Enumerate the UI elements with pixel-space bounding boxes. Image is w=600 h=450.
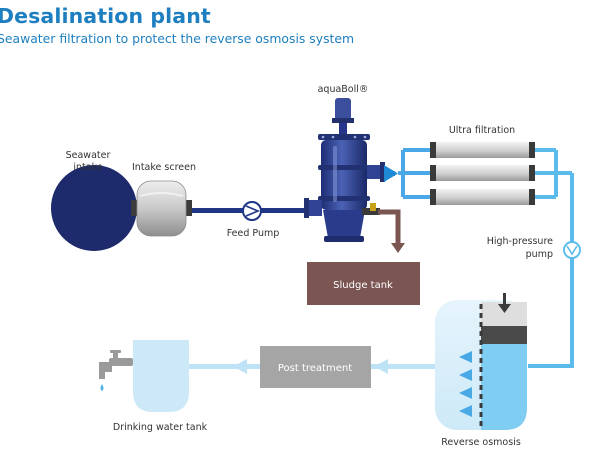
reverse-osmosis-tank xyxy=(435,293,527,430)
intake-screen-label: Intake screen xyxy=(132,162,196,173)
arrow-icon xyxy=(233,359,247,374)
seawater-intake-label: Seawater xyxy=(66,150,111,161)
high-pressure-pump-label-2: pump xyxy=(526,249,553,260)
uf-outlet-manifold xyxy=(528,148,574,368)
post-treatment xyxy=(260,346,371,388)
page-title: Desalination plant xyxy=(0,4,211,28)
arrow-icon xyxy=(384,165,398,182)
ultra-filtration-label: Ultra filtration xyxy=(449,125,515,136)
pipe-post-to-tank xyxy=(189,364,260,369)
post-treatment-label: Post treatment xyxy=(278,363,352,374)
pump-icon xyxy=(242,201,262,221)
feed-pump-label: Feed Pump xyxy=(227,228,280,239)
intake-screen xyxy=(131,180,192,237)
reverse-osmosis-label: Reverse osmosis xyxy=(441,437,521,448)
pipe-ro-to-post xyxy=(371,364,435,369)
arrow-icon xyxy=(391,243,405,253)
sludge-tank xyxy=(307,262,420,305)
aquaboll-filter xyxy=(304,98,385,242)
drinking-water-tank xyxy=(133,340,189,412)
uf-inlet-manifold xyxy=(398,148,431,199)
arrow-icon xyxy=(374,359,388,374)
pump-icon xyxy=(563,241,581,259)
ultra-filtration-modules xyxy=(430,142,535,205)
drinking-water-tank-label: Drinking water tank xyxy=(113,422,208,433)
faucet-icon xyxy=(99,350,133,391)
sludge-pipe xyxy=(378,209,401,244)
page-subtitle: Seawater filtration to protect the rever… xyxy=(0,31,355,46)
seawater-intake-label-2: intake xyxy=(73,162,102,173)
aquaboll-label: aquaBoll® xyxy=(318,84,369,95)
high-pressure-pump-label: High-pressure xyxy=(487,236,553,247)
sludge-tank-label: Sludge tank xyxy=(333,280,393,291)
seawater-intake xyxy=(51,165,137,251)
